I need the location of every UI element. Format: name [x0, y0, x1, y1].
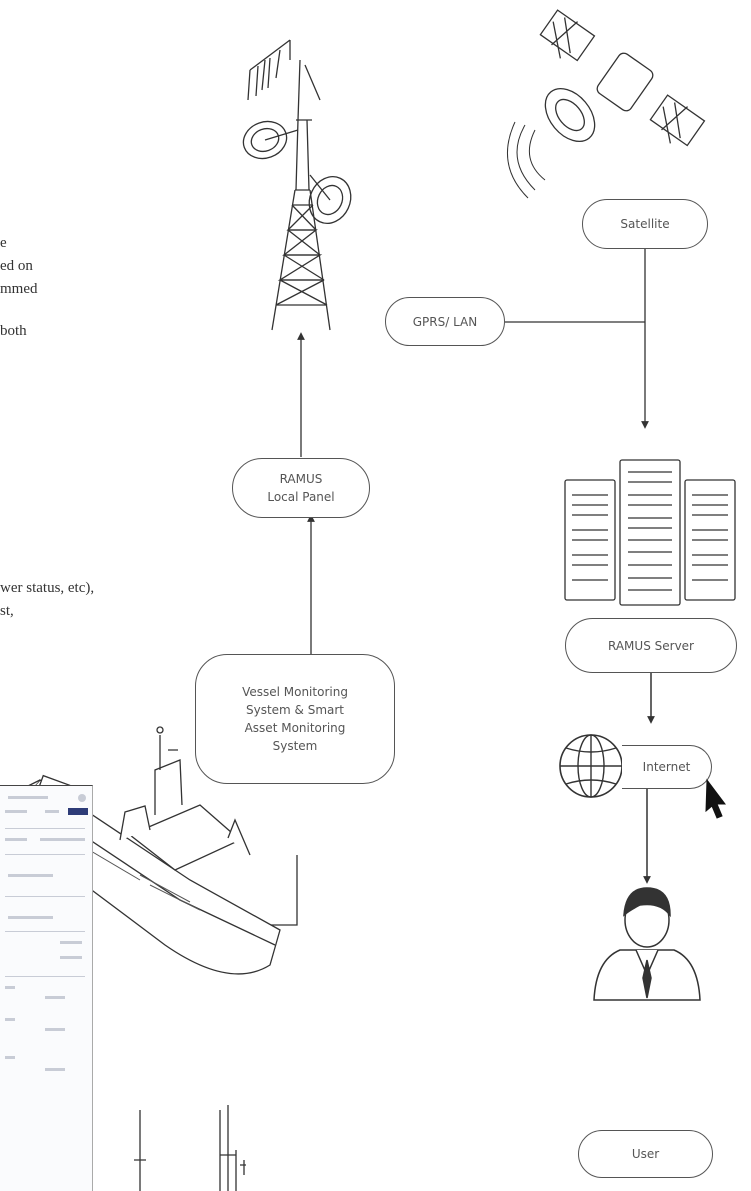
ramus-local-panel-node: RAMUS Local Panel	[232, 458, 370, 518]
intro-line-3: mmed	[0, 281, 38, 297]
mid-line-1: wer status, etc),	[0, 580, 95, 596]
internet-node: Internet	[622, 745, 712, 789]
dashboard-thumbnail	[0, 785, 93, 1191]
ramus-local-panel-line-1: RAMUS	[279, 472, 323, 486]
vms-line-1: Vessel Monitoring	[242, 685, 348, 699]
intro-line-4: both	[0, 323, 27, 339]
intro-line-1: e	[0, 235, 7, 251]
ramus-local-panel-line-2: Local Panel	[267, 490, 335, 504]
vms-line-4: System	[272, 739, 318, 753]
gprs-lan-node: GPRS/ LAN	[385, 297, 505, 346]
ramus-server-label: RAMUS Server	[608, 638, 694, 653]
vms-node: Vessel Monitoring System & Smart Asset M…	[195, 654, 395, 784]
mid-line-2: st,	[0, 603, 14, 619]
ramus-server-node: RAMUS Server	[565, 618, 737, 673]
satellite-node: Satellite	[582, 199, 708, 249]
internet-label: Internet	[642, 760, 691, 774]
vms-line-3: Asset Monitoring	[244, 721, 346, 735]
intro-line-2: ed on	[0, 258, 33, 274]
user-node: User	[578, 1130, 713, 1178]
user-label: User	[631, 1147, 660, 1161]
gprs-lan-label: GPRS/ LAN	[412, 314, 478, 329]
satellite-label: Satellite	[620, 217, 670, 231]
vms-line-2: System & Smart	[245, 703, 345, 717]
